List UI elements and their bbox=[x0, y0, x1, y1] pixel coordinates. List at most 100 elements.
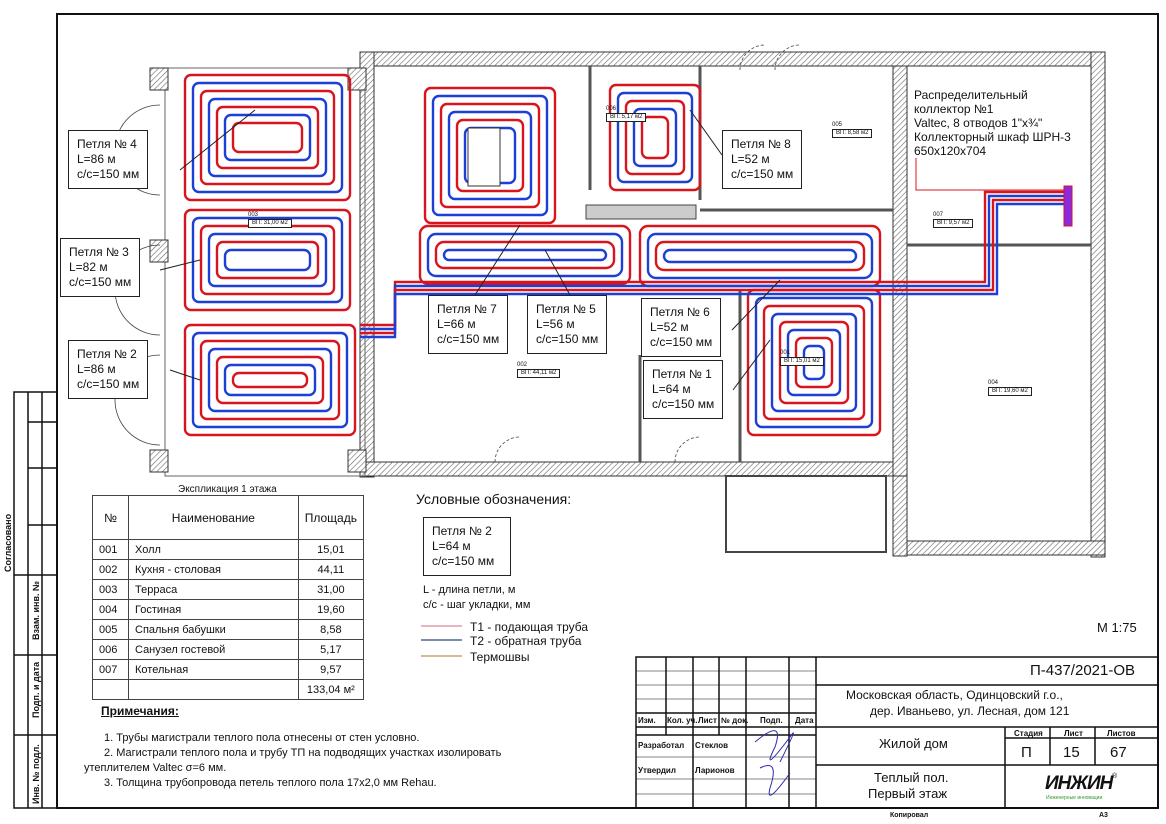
cell-num: 003 bbox=[92, 579, 129, 600]
cell-empty bbox=[128, 679, 299, 700]
table-header-row: № Наименование Площадь bbox=[92, 495, 365, 540]
supply-pipe bbox=[423, 86, 557, 225]
sheets-header: Листов bbox=[1107, 729, 1136, 738]
sample-title: Петля № 2 bbox=[432, 524, 492, 538]
room-number: 001 bbox=[780, 350, 791, 356]
return-pipe bbox=[191, 81, 344, 194]
return-pipe bbox=[616, 91, 694, 184]
header-kol: Кол. уч. bbox=[667, 716, 698, 725]
supply-pipe bbox=[434, 240, 616, 270]
address-line-2: дер. Иваньево, ул. Лесная, дом 121 bbox=[870, 704, 1070, 718]
loop-length: L=82 м bbox=[69, 260, 108, 274]
room-area: ВП: 8,58 м2 bbox=[832, 129, 873, 138]
door-arc bbox=[674, 436, 701, 463]
collector-line: Valtec, 8 отводов 1"х¾" bbox=[914, 116, 1043, 130]
sheets-value: 67 bbox=[1110, 744, 1127, 761]
leader-line bbox=[179, 109, 256, 171]
loop-title: Петля № 6 bbox=[650, 305, 710, 319]
supply-pipe bbox=[215, 355, 325, 405]
sheet-title-1: Теплый пол. bbox=[874, 770, 949, 785]
collector-line: Коллекторный шкаф ШРН-3 bbox=[914, 130, 1071, 144]
room-area: ВП: 15,01 м2 bbox=[780, 357, 824, 366]
column bbox=[347, 449, 367, 473]
supply-pipe bbox=[654, 240, 866, 272]
copied-label: Копировал bbox=[890, 812, 929, 819]
wall-segment bbox=[1090, 51, 1106, 558]
wall-segment bbox=[359, 51, 1106, 67]
supply-pipe bbox=[215, 240, 320, 280]
wall-segment bbox=[359, 461, 906, 477]
return-pipe bbox=[632, 107, 678, 168]
supply-pipe bbox=[199, 224, 336, 296]
cell-area: 9,57 bbox=[297, 659, 365, 680]
sample-length: L=64 м bbox=[432, 539, 471, 553]
wall-segment bbox=[359, 51, 375, 478]
cell-name: Санузел гостевой bbox=[128, 639, 299, 660]
legend-explain-length: L - длина петли, м bbox=[423, 584, 516, 596]
loop-length: L=56 м bbox=[536, 317, 575, 331]
return-pipe bbox=[662, 248, 858, 264]
note-2-cont: утеплителем Valtec σ=6 мм. bbox=[84, 762, 227, 774]
company-logo: ИНЖИН bbox=[1045, 773, 1113, 794]
column bbox=[347, 67, 367, 91]
cell-area: 5,17 bbox=[297, 639, 365, 660]
cell-area: 8,58 bbox=[297, 619, 365, 640]
cell-total: 133,04 м² bbox=[297, 679, 365, 700]
drawing-scale: М 1:75 bbox=[1097, 620, 1137, 635]
supply-pipe bbox=[215, 105, 320, 170]
loop-length: L=52 м bbox=[650, 320, 689, 334]
leader-line bbox=[159, 259, 201, 271]
loop-step: с/с=150 мм bbox=[731, 167, 794, 181]
room-number: 007 bbox=[933, 212, 944, 218]
leader-line bbox=[732, 339, 771, 391]
supply-pipe bbox=[455, 118, 525, 193]
collector-line: коллектор №1 bbox=[914, 102, 994, 116]
company-logo-subtitle: Инженерные инновации bbox=[1046, 795, 1103, 801]
loop-length: L=86 м bbox=[77, 152, 116, 166]
supply-pipe bbox=[199, 89, 336, 186]
header-list: Лист bbox=[698, 716, 717, 725]
room-area: ВП: 5,17 м2 bbox=[606, 113, 647, 122]
loop-7-pipes bbox=[423, 86, 557, 225]
return-pipe bbox=[223, 248, 312, 272]
wall-segment bbox=[892, 65, 908, 477]
supply-pipe bbox=[640, 115, 670, 160]
role-developed: Разработал bbox=[638, 741, 685, 750]
loop-title: Петля № 8 bbox=[731, 137, 791, 151]
object-name: Жилой дом bbox=[879, 736, 948, 751]
loop-5-pipes bbox=[418, 224, 632, 286]
loop-length: L=66 м bbox=[437, 317, 476, 331]
supply-pipe bbox=[608, 83, 702, 192]
loop-step: с/с=150 мм bbox=[652, 397, 715, 411]
room-number: 003 bbox=[248, 212, 259, 218]
collector-line: 650х120х704 bbox=[914, 144, 987, 158]
sample-step: с/с=150 мм bbox=[432, 554, 495, 568]
room-area: ВП: 44,11 м2 bbox=[517, 369, 561, 378]
cell-name: Котельная bbox=[128, 659, 299, 680]
leader-line bbox=[169, 369, 201, 381]
room-area: ВП: 19,60 м2 bbox=[988, 387, 1032, 396]
loop-title: Петля № 2 bbox=[77, 347, 137, 361]
collector-line: Распределительный bbox=[914, 88, 1028, 102]
supply-pipe bbox=[231, 371, 309, 389]
main-supply-line bbox=[360, 190, 1070, 327]
porch bbox=[725, 475, 887, 553]
sheet-header: Лист bbox=[1064, 729, 1083, 738]
wall-segment bbox=[892, 475, 908, 557]
return-pipe bbox=[426, 232, 624, 278]
cell-area: 15,01 bbox=[297, 539, 365, 560]
note-2: 2. Магистрали теплого пола и трубу ТП на… bbox=[104, 747, 502, 759]
